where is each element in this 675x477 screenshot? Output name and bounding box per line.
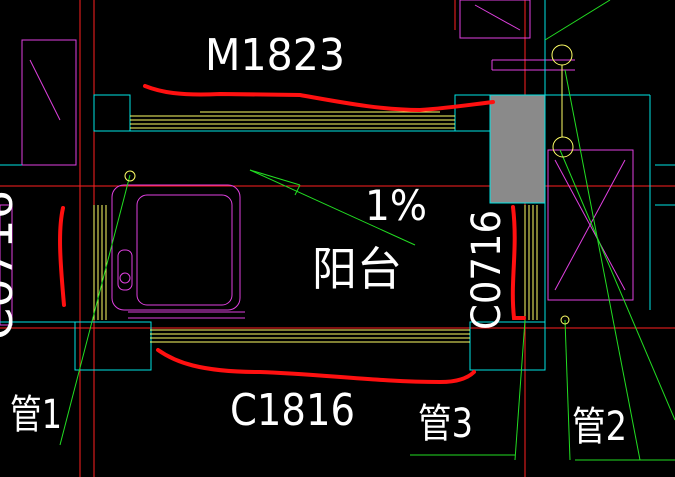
hand-markup xyxy=(58,84,526,385)
window-lines xyxy=(93,111,538,343)
pipe-1-label: 管1 xyxy=(10,392,62,438)
pipe-2-label: 管2 xyxy=(572,404,627,450)
pipe-markers xyxy=(124,44,574,325)
pipe-circle-3 xyxy=(552,136,574,158)
window-left-label: C0716 xyxy=(0,190,23,340)
structural-column xyxy=(489,94,546,204)
pipe-3-label: 管3 xyxy=(418,401,473,447)
window-right-label: C0716 xyxy=(464,210,510,330)
magenta-fixtures xyxy=(0,0,634,326)
pipe-circle-2 xyxy=(551,44,573,66)
leader-lines xyxy=(59,0,675,461)
pipe-circle-1 xyxy=(124,170,136,182)
door-label: M1823 xyxy=(205,30,345,81)
room-label: 阳台 xyxy=(312,242,402,296)
slope-label: 1% xyxy=(365,181,427,230)
pipe-circle-4 xyxy=(560,315,570,325)
window-bottom-label: C1816 xyxy=(230,385,355,436)
